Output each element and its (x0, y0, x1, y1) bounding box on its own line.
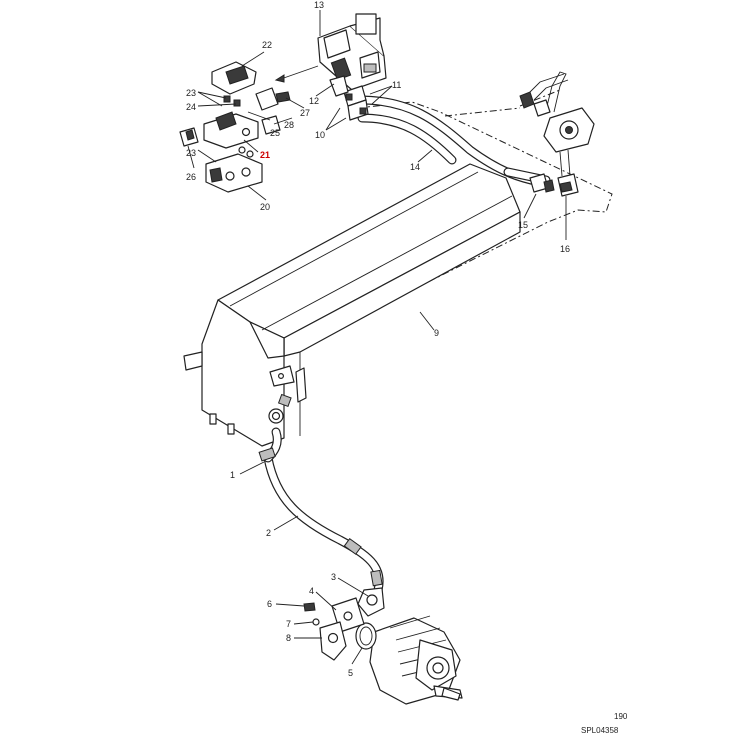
callout-28: 28 (284, 120, 294, 130)
callout-24: 24 (186, 102, 196, 112)
callout-26: 26 (186, 172, 196, 182)
callout-9: 9 (434, 328, 439, 338)
callout-11: 11 (392, 80, 401, 90)
filter-housing (519, 71, 595, 197)
page-number: 190 (614, 712, 628, 721)
callout-10: 10 (315, 130, 325, 140)
leader-lines (187, 10, 567, 665)
drawing-code: SPL04358 (581, 726, 619, 735)
hydraulic-tank (183, 163, 521, 447)
callout-21: 21 (260, 150, 270, 160)
callout-2: 2 (266, 528, 271, 538)
callout-6: 6 (267, 599, 272, 609)
pump-assembly (303, 587, 463, 705)
callout-8: 8 (286, 633, 291, 643)
callout-22: 22 (262, 40, 272, 50)
callout-23b: 23 (186, 148, 196, 158)
callout-27: 27 (300, 108, 310, 118)
return-hoses (355, 95, 551, 187)
callout-23: 23 (186, 88, 196, 98)
suction-hose (258, 393, 384, 595)
callout-5: 5 (348, 668, 353, 678)
callout-16: 16 (560, 244, 570, 254)
control-valve (317, 13, 387, 121)
reference-outline (319, 89, 613, 337)
callout-15: 15 (518, 220, 528, 230)
callout-7: 7 (286, 619, 291, 629)
callout-13: 13 (314, 0, 324, 10)
callout-14: 14 (410, 162, 420, 172)
callout-20: 20 (260, 202, 270, 212)
callout-labels: 1 2 3 4 5 6 7 8 9 10 11 12 13 14 15 16 2… (186, 0, 570, 678)
callout-4: 4 (309, 586, 314, 596)
callout-1: 1 (230, 470, 235, 480)
callout-3: 3 (331, 572, 336, 582)
callout-12: 12 (309, 96, 319, 106)
callout-25: 25 (270, 128, 280, 138)
pilot-valve-assembly (179, 61, 291, 193)
